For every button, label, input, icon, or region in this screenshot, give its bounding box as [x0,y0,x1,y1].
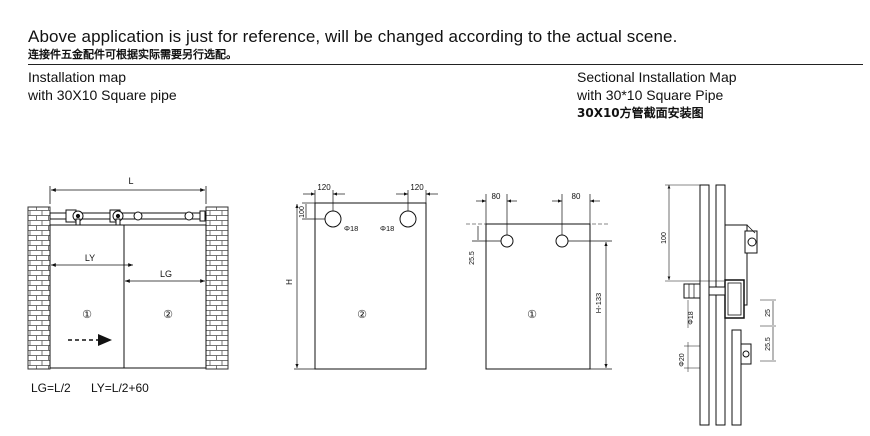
label-LG: LG [160,269,172,279]
caption-line: with 30*10 Square Pipe [577,87,724,103]
formula-lg: LG=L/2 [31,381,71,395]
label-L: L [128,176,133,186]
caption-line: Installation map [28,69,127,85]
brick-wall-right [205,206,229,370]
door-panel-section [699,184,710,426]
label-120-right: 120 [410,183,424,192]
label-80-left: 80 [492,192,501,201]
notice-english: Above application is just for reference,… [28,27,678,46]
notice-chinese: 连接件五金配件可根据实际需要另行选配。 [28,48,237,61]
panel-number-1: ① [82,309,92,321]
door-panel-section [715,184,726,426]
label-25-5: 25.5 [469,251,476,265]
label-H-133: H-133 [594,293,603,313]
label-phi20: Φ20 [679,353,686,366]
door-panel-2 [123,224,207,369]
label-phi18: Φ18 [688,311,695,324]
caption-sectional-map: Sectional Installation Map with 30*10 Sq… [577,68,737,122]
panel-1-outline [485,223,591,370]
caption-line: with 30X10 Square pipe [28,87,177,103]
brick-wall-left [27,206,51,370]
header-divider [28,64,863,65]
caption-line-chinese: 30X10方管截面安装图 [577,106,704,120]
panel-number-2: ② [357,309,367,321]
panel-number-2: ② [163,309,173,321]
label-25-5: 25.5 [765,337,772,351]
door-panel-1 [49,224,129,369]
label-25: 25 [765,309,772,317]
door-panel-section [731,329,742,426]
panel-2-outline [314,202,427,370]
panel-2-front-view [294,190,438,370]
label-phi18-right: Φ18 [380,224,394,233]
formula-ly: LY=L/2+60 [91,381,149,395]
label-100: 100 [299,206,306,218]
label-LY: LY [85,253,95,263]
caption-installation-map: Installation map with 30X10 Square pipe [28,68,177,104]
panel-1-front-view [466,194,612,370]
sliding-rail [49,212,207,220]
label-H: H [285,279,294,285]
label-120-left: 120 [317,183,331,192]
panel-number-1: ① [527,309,537,321]
label-phi18-left: Φ18 [344,224,358,233]
label-80-right: 80 [572,192,581,201]
label-100: 100 [661,232,668,244]
caption-line: Sectional Installation Map [577,69,737,85]
sectional-view [665,184,776,426]
installation-map-diagram [27,186,229,370]
